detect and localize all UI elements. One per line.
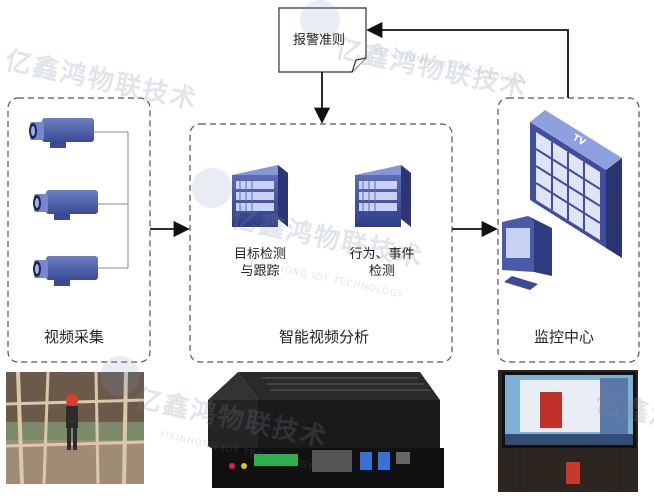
behavior-detection-line: 检测 <box>368 264 395 279</box>
monitor-display-photo <box>498 370 638 492</box>
document-fold <box>351 57 367 73</box>
alarm-rules-label: 报警准则 <box>293 33 346 48</box>
camera-icon <box>33 256 98 286</box>
target-detection-line: 与跟踪 <box>240 264 280 279</box>
video-capture-box <box>7 97 151 363</box>
camera-wire-1 <box>90 131 129 269</box>
behavior-detection-label: 行为、事件 检测 <box>340 246 424 280</box>
monitoring-center-label: 监控中心 <box>534 328 595 346</box>
camera-icon <box>33 190 98 220</box>
workstation-icon <box>502 216 552 290</box>
analysis-box <box>189 123 453 363</box>
target-detection-line: 目标检测 <box>233 247 286 262</box>
construction-site-photo <box>5 371 145 485</box>
server-icon <box>232 165 288 227</box>
camera-icon <box>29 118 94 148</box>
server-icon <box>355 165 411 227</box>
video-wall-icon <box>530 110 622 258</box>
arrow-monitor-to-rules <box>366 21 569 98</box>
video-capture-label: 视频采集 <box>44 328 105 346</box>
edge-computing-box <box>208 372 444 488</box>
target-detection-label: 目标检测 与跟踪 <box>228 246 292 280</box>
intelligent-analysis-label: 智能视频分析 <box>279 328 370 346</box>
watermark-logo <box>192 168 232 208</box>
watermark-logo <box>300 0 340 40</box>
watermark-logo <box>100 356 140 396</box>
behavior-detection-line: 行为、事件 <box>349 247 415 262</box>
